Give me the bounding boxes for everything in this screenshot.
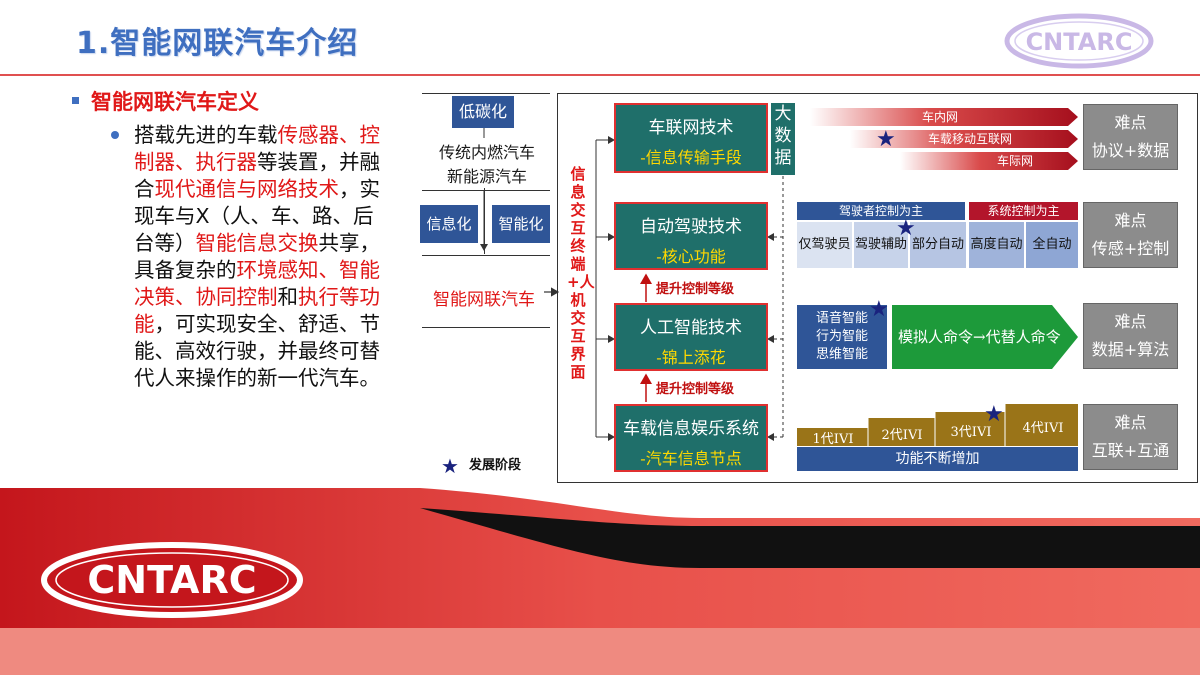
low-carbon-box: 低碳化 [452, 96, 514, 128]
traditional-car-label: 传统内燃汽车 [438, 143, 535, 162]
upgrade-label-1: 提升控制等级 [656, 282, 735, 297]
rule [422, 93, 550, 94]
system-control-header: 系统控制为主 [969, 202, 1078, 220]
stage-star-icon: ★ [896, 216, 916, 241]
difficulty-title: 难点 [1114, 413, 1147, 432]
difficulty-sub: 互联+互通 [1091, 441, 1170, 460]
informatization-box: 信息化 [420, 205, 478, 243]
ivi-gen-1: 1代IVI [812, 432, 854, 447]
difficulty-sub: 协议+数据 [1091, 141, 1170, 160]
ai-levels-box: 语音智能 行为智能 思维智能 [797, 305, 887, 369]
bullet-dot [111, 131, 119, 139]
ivi-gen-2: 2代IVI [881, 428, 923, 443]
difficulty-box-2: 难点 传感+控制 [1083, 202, 1178, 268]
difficulty-box-3: 难点 数据+算法 [1083, 303, 1178, 369]
core-box-sub: -汽车信息节点 [640, 449, 742, 468]
ai-level-behavior: 行为智能 [815, 329, 868, 344]
big-data-box: 大数据 [771, 103, 795, 175]
legend: ★ 发展阶段 [441, 454, 521, 477]
band-mobile-internet: 车载移动互联网 [927, 132, 1012, 146]
ivi-growth-bar: 功能不断增加 [797, 447, 1078, 471]
bullet-square [72, 96, 79, 104]
svg-text:CNTARC: CNTARC [1026, 28, 1133, 56]
definition-segment: 等装置，并融合 [134, 150, 380, 201]
stage-star-icon: ★ [876, 127, 896, 152]
core-box-autonomous: 自动驾驶技术 -核心功能 [614, 202, 768, 270]
definition-segment: ，实现车与X（人、车、路、后台等） [134, 177, 380, 255]
ai-level-thinking: 思维智能 [815, 347, 868, 362]
icv-label: 智能网联汽车 [433, 290, 535, 310]
driver-control-header: 驾驶者控制为主 [797, 202, 965, 220]
definition-segment: 搭载先进的车载 [134, 123, 278, 147]
diagram-frame [557, 93, 1198, 483]
cntarc-footer-logo: CNTARC [41, 542, 303, 618]
difficulty-box-1: 难点 协议+数据 [1083, 104, 1178, 170]
rule [422, 255, 550, 256]
connector [484, 188, 485, 254]
difficulty-title: 难点 [1114, 211, 1147, 230]
core-box-sub: -信息传输手段 [640, 148, 742, 167]
band-in-vehicle-network: 车内网 [921, 110, 958, 124]
rule [422, 190, 550, 191]
difficulty-title: 难点 [1114, 113, 1147, 132]
difficulty-sub: 数据+算法 [1091, 340, 1170, 359]
definition-segment: ，可实现安全、舒适、节能、高效行驶，并最终可替代人来操作的新一代汽车。 [134, 312, 380, 390]
intelligence-box: 智能化 [492, 205, 550, 243]
difficulty-title: 难点 [1114, 312, 1147, 331]
level-driver-only: 仅驾驶员 [797, 222, 852, 268]
definition-text: 搭载先进的车载传感器、控制器、执行器等装置，并融合现代通信与网络技术，实现车与X… [134, 122, 392, 392]
rule [422, 327, 550, 328]
definition-highlight: 环境感知、智能决策、协同控制 [134, 258, 380, 309]
core-box-title: 车载信息娱乐系统 [623, 419, 759, 439]
difficulty-box-4: 难点 互联+互通 [1083, 404, 1178, 470]
definition-heading: 智能网联汽车定义 [72, 86, 259, 116]
footer-logo-text: CNTARC [87, 558, 256, 602]
level-assist: 驾驶辅助 [854, 222, 908, 268]
ai-arrow-text: 模拟人命令→代替人命令 [898, 328, 1061, 346]
core-box-title: 人工智能技术 [640, 318, 742, 338]
level-partial: 部分自动 [910, 222, 966, 268]
legend-star-icon: ★ [441, 453, 459, 478]
level-high: 高度自动 [969, 222, 1024, 268]
core-box-title: 自动驾驶技术 [640, 217, 742, 237]
ivi-gen-3: 3代IVI [950, 425, 992, 440]
stage-star-icon: ★ [984, 402, 1004, 427]
band-v2x-network: 车际网 [996, 154, 1033, 168]
difficulty-sub: 传感+控制 [1091, 239, 1170, 258]
definition-segment: 和 [277, 285, 299, 309]
stage-star-icon: ★ [869, 297, 889, 322]
interface-vertical-label: 信息交互终端+人机交互界面 [567, 165, 595, 381]
legend-label: 发展阶段 [468, 458, 521, 473]
definition-highlight: 智能信息交换 [195, 231, 319, 255]
definition-highlight: 现代通信与网络技术 [154, 177, 340, 201]
upgrade-label-2: 提升控制等级 [656, 382, 735, 397]
core-box-title: 车联网技术 [648, 118, 734, 138]
definition-highlight: 执行等功能 [134, 285, 380, 336]
core-box-ivi: 车载信息娱乐系统 -汽车信息节点 [614, 404, 768, 472]
automation-levels: 仅驾驶员 驾驶辅助 部分自动 高度自动 全自动 [797, 222, 1078, 268]
cntarc-logo: CNTARC [1004, 13, 1154, 69]
definition-segment: 共享，具备复杂的 [134, 231, 380, 282]
title-divider [0, 74, 1200, 76]
core-box-ai: 人工智能技术 -锦上添花 [614, 303, 768, 371]
definition-highlight: 传感器、控制器、执行器 [134, 123, 380, 174]
page-title: 1.智能网联汽车介绍 [76, 26, 359, 61]
definition-body: 搭载先进的车载传感器、控制器、执行器等装置，并融合现代通信与网络技术，实现车与X… [111, 122, 392, 392]
definition-heading-text: 智能网联汽车定义 [91, 90, 259, 114]
ai-level-voice: 语音智能 [815, 311, 868, 326]
core-box-sub: -核心功能 [656, 247, 726, 266]
core-box-telematics: 车联网技术 -信息传输手段 [614, 103, 768, 173]
level-full: 全自动 [1026, 222, 1078, 268]
core-box-sub: -锦上添花 [656, 348, 726, 367]
new-energy-car-label: 新能源汽车 [446, 167, 527, 186]
ivi-gen-4: 4代IVI [1022, 421, 1064, 436]
